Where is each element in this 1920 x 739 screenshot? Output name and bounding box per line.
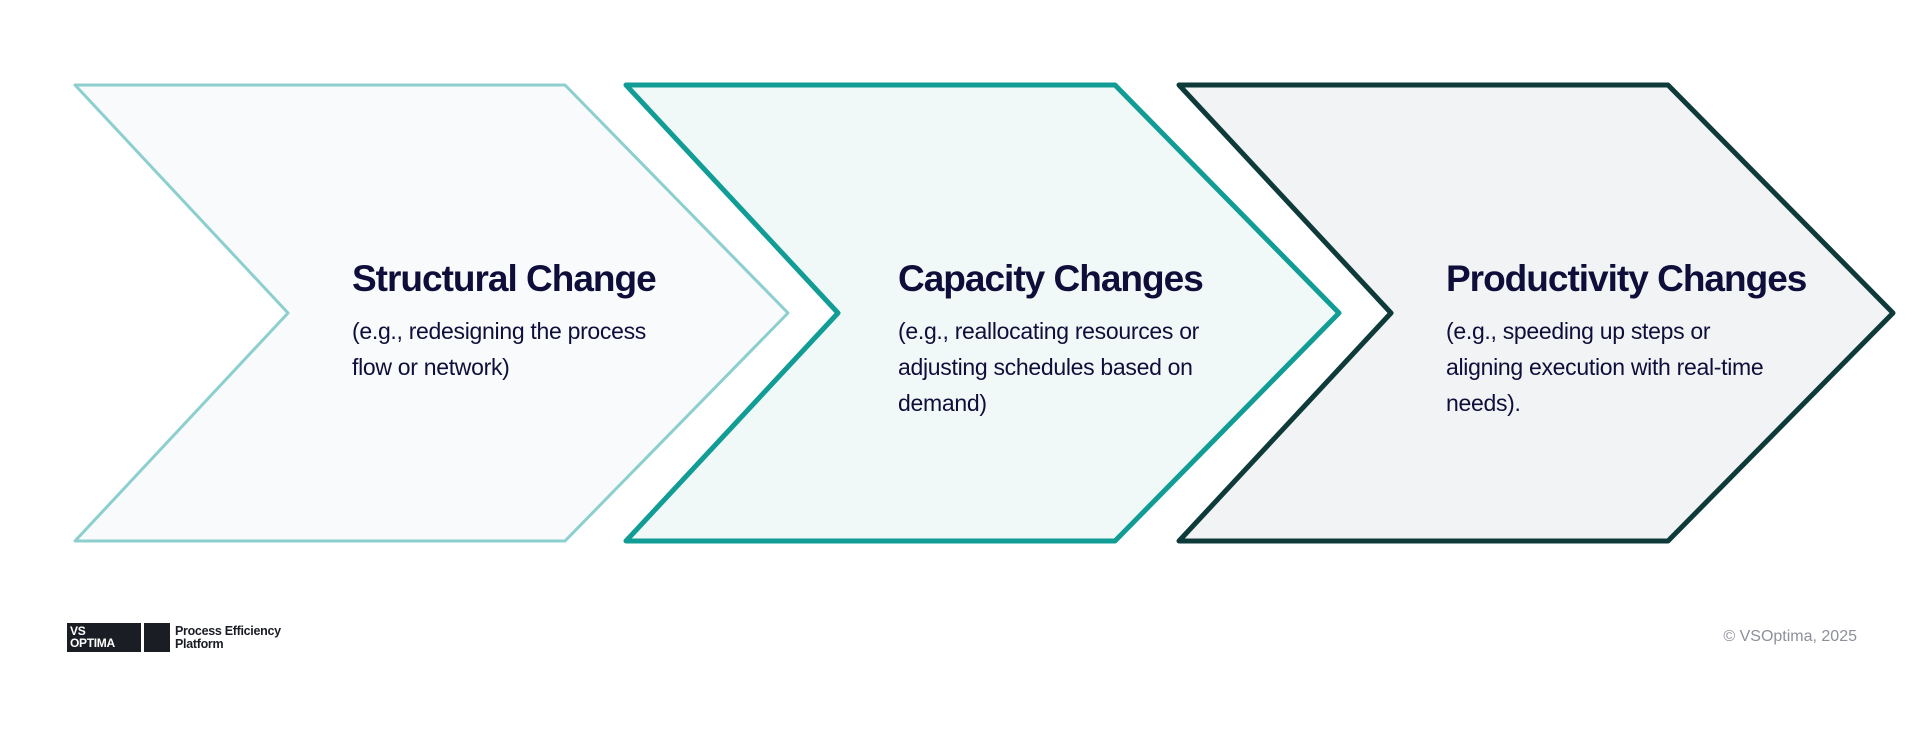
- chevron-shape-3: [1176, 82, 1896, 544]
- logo-tagline: Process Efficiency Platform: [175, 623, 281, 652]
- copyright-text: © VSOptima, 2025: [1723, 628, 1857, 645]
- step-title: Structural Change: [352, 258, 657, 299]
- chevron-shape-1: [73, 83, 790, 543]
- step-description: (e.g., speeding up steps or aligning exe…: [1446, 318, 1764, 416]
- tagline-line-2: Platform: [175, 637, 224, 651]
- logo-line-1: VS: [70, 624, 86, 638]
- logo-wordmark: VS OPTIMA: [67, 623, 141, 652]
- logo-line-2: OPTIMA: [70, 636, 115, 650]
- logo-square: [144, 623, 170, 652]
- step-description: (e.g., reallocating resources or adjusti…: [898, 318, 1200, 416]
- step-structural-change: Structural Change (e.g., redesigning the…: [352, 257, 682, 385]
- step-title: Productivity Changes: [1446, 258, 1807, 299]
- step-description: (e.g., redesigning the process flow or n…: [352, 318, 647, 380]
- tagline-line-1: Process Efficiency: [175, 624, 281, 638]
- step-productivity-changes: Productivity Changes (e.g., speeding up …: [1446, 257, 1807, 421]
- vsoptima-logo: VS OPTIMA Process Efficiency Platform: [67, 623, 281, 652]
- chevron-shape-2: [623, 82, 1342, 544]
- step-title: Capacity Changes: [898, 258, 1204, 299]
- step-capacity-changes: Capacity Changes (e.g., reallocating res…: [898, 257, 1228, 421]
